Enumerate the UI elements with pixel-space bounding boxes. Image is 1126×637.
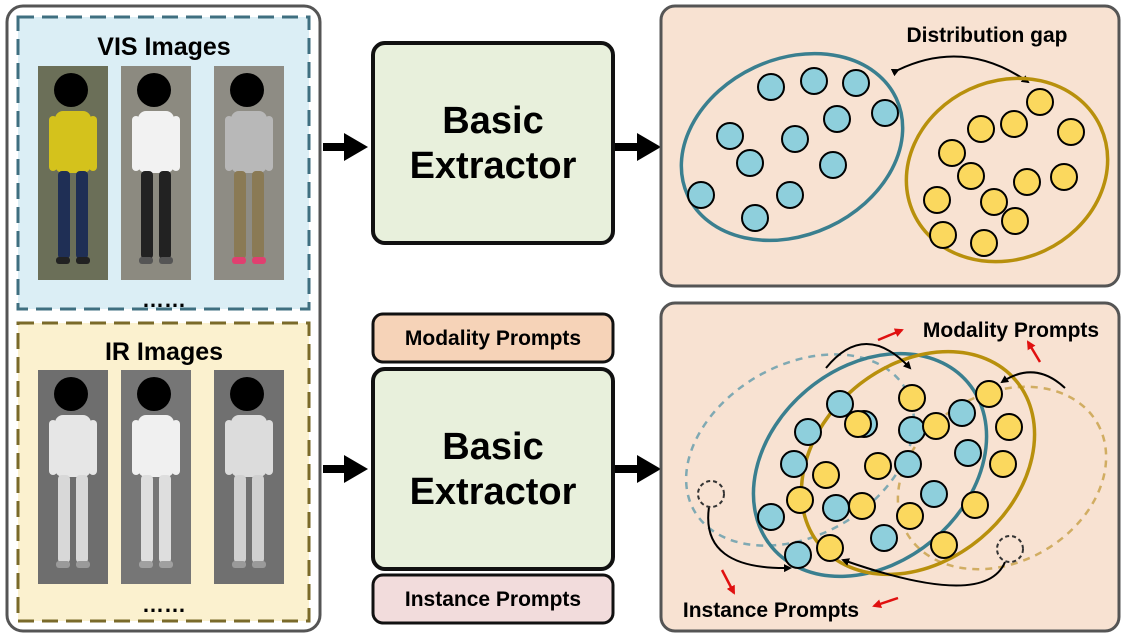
ir-feature-dot-10 [980, 188, 1008, 216]
ir-photo-strip [38, 370, 284, 584]
arrow-vis-to-extractor [323, 133, 368, 161]
vis-feature-dot-aligned-9 [894, 450, 922, 478]
ir-images-title: IR Images [105, 338, 223, 366]
ir-feature-dot-7 [1013, 168, 1041, 196]
vis-feature-dot-9 [819, 151, 847, 179]
vis-photo-strip [38, 66, 284, 280]
vis-feature-dot-aligned-6 [898, 416, 926, 444]
ir-feature-dot-aligned-7 [812, 461, 840, 489]
vis-feature-dot-8 [736, 149, 764, 177]
vis-feature-dot-12 [741, 204, 769, 232]
vis-images-title: VIS Images [97, 33, 230, 61]
modality-prompt-red-arrow-left [877, 328, 904, 342]
arrow-extractor-bottom-to-result [615, 455, 661, 483]
ir-feature-dot-4 [1057, 118, 1085, 146]
ir-feature-dot-aligned-5 [995, 413, 1023, 441]
instance-prompt-circle-right [996, 535, 1024, 563]
vis-feature-dot-7 [823, 105, 851, 133]
vis-feature-dot-aligned-7 [822, 494, 850, 522]
ir-feature-dot-aligned-12 [961, 491, 989, 519]
vis-feature-dot-aligned-13 [784, 541, 812, 569]
ir-feature-dot-2 [967, 115, 995, 143]
ir-photo-1 [38, 370, 108, 584]
modality-shift-arrow-left [825, 343, 912, 370]
ir-feature-dot-aligned-2 [975, 380, 1003, 408]
instance-prompts-label-right: Instance Prompts [683, 599, 859, 622]
ir-feature-dot-11 [1001, 207, 1029, 235]
vis-photo-3 [214, 66, 284, 280]
ir-distribution-ellipse [904, 76, 1110, 264]
vis-ellipsis: …… [142, 287, 186, 312]
vis-feature-dot-aligned-1 [826, 390, 854, 418]
extractor-top-line2: Extractor [410, 145, 577, 187]
ir-feature-dot-aligned-3 [844, 410, 872, 438]
vis-photo-2 [121, 66, 191, 280]
vis-feature-dot-aligned-8 [954, 439, 982, 467]
ir-feature-dot-13 [970, 229, 998, 257]
feature-dots-top [687, 67, 1085, 257]
instance-prompts-box [371, 573, 615, 625]
distribution-gap-label: Distribution gap [907, 24, 1068, 47]
ir-feature-dot-3 [1000, 110, 1028, 138]
ir-feature-dot-9 [923, 186, 951, 214]
vis-feature-dot-aligned-10 [920, 480, 948, 508]
ir-feature-dot-5 [938, 139, 966, 167]
vis-feature-dot-aligned-2 [794, 418, 822, 446]
instance-prompt-circle-left [697, 480, 725, 508]
extractor-bottom-line1: Basic [442, 426, 543, 468]
vis-feature-dot-4 [871, 99, 899, 127]
ir-feature-dot-12 [929, 221, 957, 249]
vis-feature-dot-6 [781, 125, 809, 153]
ir-feature-dot-aligned-10 [786, 486, 814, 514]
modality-prompts-label-right: Modality Prompts [923, 319, 1099, 342]
modality-prompt-red-arrow-right [1026, 340, 1042, 363]
vis-feature-dot-3 [842, 69, 870, 97]
vis-feature-dot-5 [716, 122, 744, 150]
extractor-bottom-line2: Extractor [410, 471, 577, 513]
ir-feature-dot-aligned-6 [864, 452, 892, 480]
instance-prompts-box-label: Instance Prompts [405, 588, 581, 611]
ir-feature-dot-aligned-13 [930, 531, 958, 559]
arrow-ir-to-extractor [323, 455, 368, 483]
ir-photo-2 [121, 370, 191, 584]
vis-feature-dot-aligned-12 [870, 524, 898, 552]
vis-feature-dot-10 [687, 181, 715, 209]
ir-feature-dot-6 [957, 162, 985, 190]
distribution-gap-arrow [890, 55, 1030, 84]
ir-feature-dot-aligned-1 [898, 384, 926, 412]
feature-dots-bottom [757, 380, 1023, 569]
modality-shift-arrow-right [1000, 371, 1066, 389]
modality-prompts-box [371, 312, 615, 364]
vis-feature-dot-aligned-11 [757, 503, 785, 531]
instance-prompt-red-arrow-right [872, 596, 899, 609]
ir-feature-dot-aligned-11 [896, 502, 924, 530]
instance-prompt-red-arrow-left [720, 569, 736, 595]
vis-feature-dot-2 [800, 67, 828, 95]
vis-feature-dot-11 [776, 181, 804, 209]
ir-feature-dot-aligned-14 [816, 534, 844, 562]
basic-extractor-bottom [371, 367, 615, 571]
instance-shift-arrow-left [707, 506, 792, 573]
instance-shift-arrow-right [841, 558, 1006, 587]
basic-extractor-top [371, 41, 615, 245]
extractor-top-line1: Basic [442, 100, 543, 142]
ir-feature-dot-8 [1050, 163, 1078, 191]
vis-photo-1 [38, 66, 108, 280]
vis-feature-dot-aligned-4 [948, 399, 976, 427]
ir-ellipsis: …… [142, 592, 186, 617]
ir-feature-dot-aligned-9 [848, 492, 876, 520]
ir-photo-3 [214, 370, 284, 584]
vis-feature-dot-1 [757, 73, 785, 101]
vis-feature-dot-aligned-5 [780, 450, 808, 478]
ir-feature-dot-aligned-4 [922, 412, 950, 440]
modality-prompts-box-label: Modality Prompts [405, 327, 581, 350]
ir-feature-dot-aligned-8 [989, 450, 1017, 478]
ir-feature-dot-1 [1026, 88, 1054, 116]
arrow-extractor-top-to-result [615, 133, 661, 161]
